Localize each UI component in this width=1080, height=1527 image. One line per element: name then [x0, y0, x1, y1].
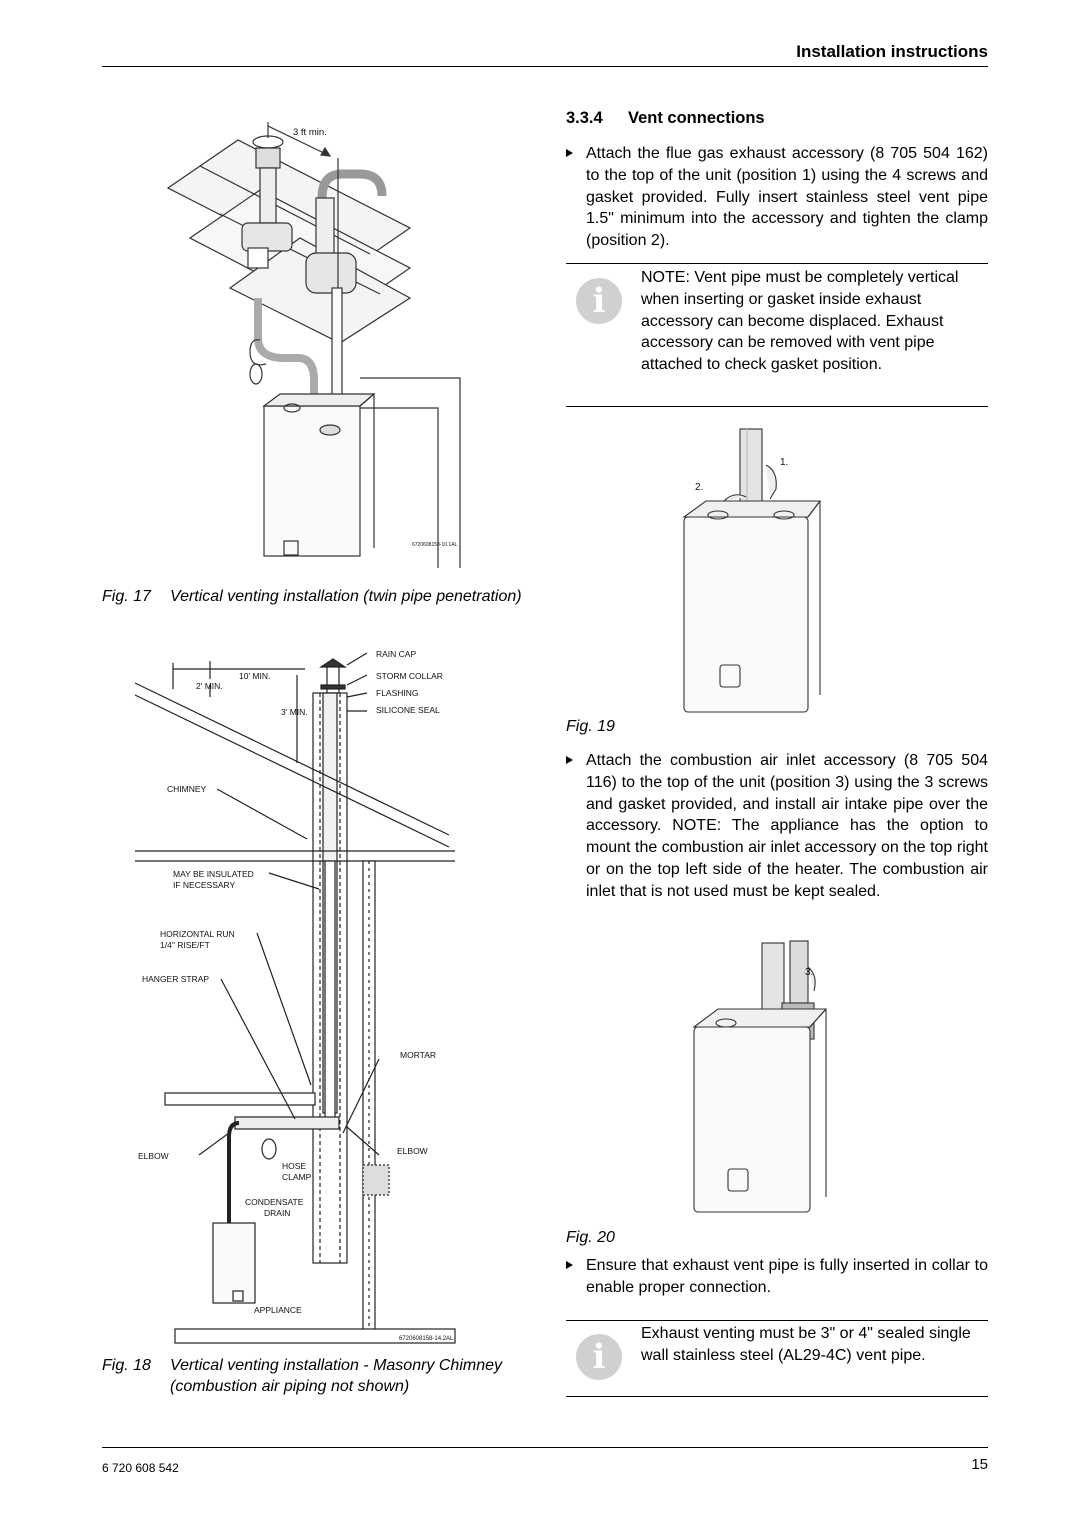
fig19-illustration	[682, 428, 822, 713]
label-storm-collar: STORM COLLAR	[376, 671, 443, 681]
label-silicone-seal: SILICONE SEAL	[376, 705, 440, 715]
bullet-arrow-icon	[566, 1261, 573, 1269]
fig17-clearance-label: 3 ft min.	[293, 127, 327, 138]
note-1: i NOTE: Vent pipe must be completely ver…	[566, 265, 988, 405]
label-flashing: FLASHING	[376, 688, 419, 698]
page-number: 15	[971, 1456, 988, 1473]
step-2: Attach the combustion air inlet accessor…	[566, 750, 988, 903]
label-elbow-left: ELBOW	[138, 1151, 169, 1161]
fig20-pos3: 3.	[805, 967, 814, 978]
label-mortar: MORTAR	[400, 1050, 437, 1060]
note-1-top-rule	[566, 263, 988, 264]
section-heading: 3.3.4 Vent connections	[566, 109, 765, 128]
label-condensate: CONDENSATE	[245, 1197, 304, 1207]
label-insulated-2: IF NECESSARY	[173, 880, 236, 890]
label-insulated-1: MAY BE INSULATED	[173, 869, 254, 879]
label-rain-cap: RAIN CAP	[376, 649, 417, 659]
info-icon: i	[576, 278, 622, 324]
fig19-number: Fig. 19	[566, 718, 615, 735]
fig20-number: Fig. 20	[566, 1229, 615, 1246]
fig19-pos2: 2.	[695, 482, 704, 493]
fig20-illustration	[692, 940, 828, 1213]
info-icon: i	[576, 1334, 622, 1380]
fig17-number: Fig. 17	[102, 588, 151, 605]
fig19-caption: Fig. 19	[566, 716, 615, 737]
fig19-pos1: 1.	[780, 457, 789, 468]
section-number: 3.3.4	[566, 109, 603, 127]
step-1: Attach the flue gas exhaust accessory (8…	[566, 143, 988, 252]
fig20-caption: Fig. 20	[566, 1227, 615, 1248]
fig17-illustration	[166, 122, 461, 568]
label-drain: DRAIN	[264, 1208, 291, 1218]
label-hose: HOSE	[282, 1161, 307, 1171]
fig18-number: Fig. 18	[102, 1357, 151, 1374]
bullet-arrow-icon	[566, 149, 573, 157]
footer-rule	[102, 1447, 988, 1448]
note-2-bottom-rule	[566, 1396, 988, 1397]
step-2-text: Attach the combustion air inlet accessor…	[586, 752, 988, 900]
label-hanger-strap: HANGER STRAP	[142, 974, 210, 984]
note-2-top-rule	[566, 1320, 988, 1321]
section-title: Vent connections	[628, 109, 765, 127]
note-1-bottom-rule	[566, 406, 988, 407]
label-elbow-right: ELBOW	[397, 1146, 428, 1156]
label-chimney: CHIMNEY	[167, 784, 207, 794]
fig17-code: 6720608158-10.1AL	[412, 542, 458, 548]
fig18-illustration	[135, 652, 456, 1344]
document-number: 6 720 608 542	[102, 1461, 179, 1475]
step-3-text: Ensure that exhaust vent pipe is fully i…	[586, 1257, 988, 1296]
step-1-text: Attach the flue gas exhaust accessory (8…	[586, 145, 988, 250]
note-2-text: Exhaust venting must be 3" or 4" sealed …	[641, 1325, 971, 1364]
header-rule	[102, 66, 988, 67]
label-horizontal-2: 1/4" RISE/FT	[160, 940, 210, 950]
running-header: Installation instructions	[796, 42, 988, 61]
note-2: i Exhaust venting must be 3" or 4" seale…	[566, 1322, 988, 1396]
label-two-min: 2' MIN.	[196, 681, 223, 691]
fig18-caption-text: Vertical venting installation - Masonry …	[170, 1357, 502, 1395]
fig17-caption-text: Vertical venting installation (twin pipe…	[170, 588, 522, 605]
bullet-arrow-icon	[566, 756, 573, 764]
label-three-min: 3' MIN.	[281, 707, 308, 717]
fig18-code: 6720608158-14.2AL	[399, 1336, 454, 1342]
fig17-caption: Fig. 17 Vertical venting installation (t…	[102, 586, 532, 607]
fig18-caption: Fig. 18 Vertical venting installation - …	[102, 1355, 532, 1395]
label-clamp: CLAMP	[282, 1172, 312, 1182]
label-horizontal-1: HORIZONTAL RUN	[160, 929, 235, 939]
label-ten-min: 10' MIN.	[239, 671, 271, 681]
note-1-text: NOTE: Vent pipe must be completely verti…	[641, 269, 959, 374]
label-appliance: APPLIANCE	[254, 1305, 302, 1315]
step-3: Ensure that exhaust vent pipe is fully i…	[566, 1255, 988, 1299]
